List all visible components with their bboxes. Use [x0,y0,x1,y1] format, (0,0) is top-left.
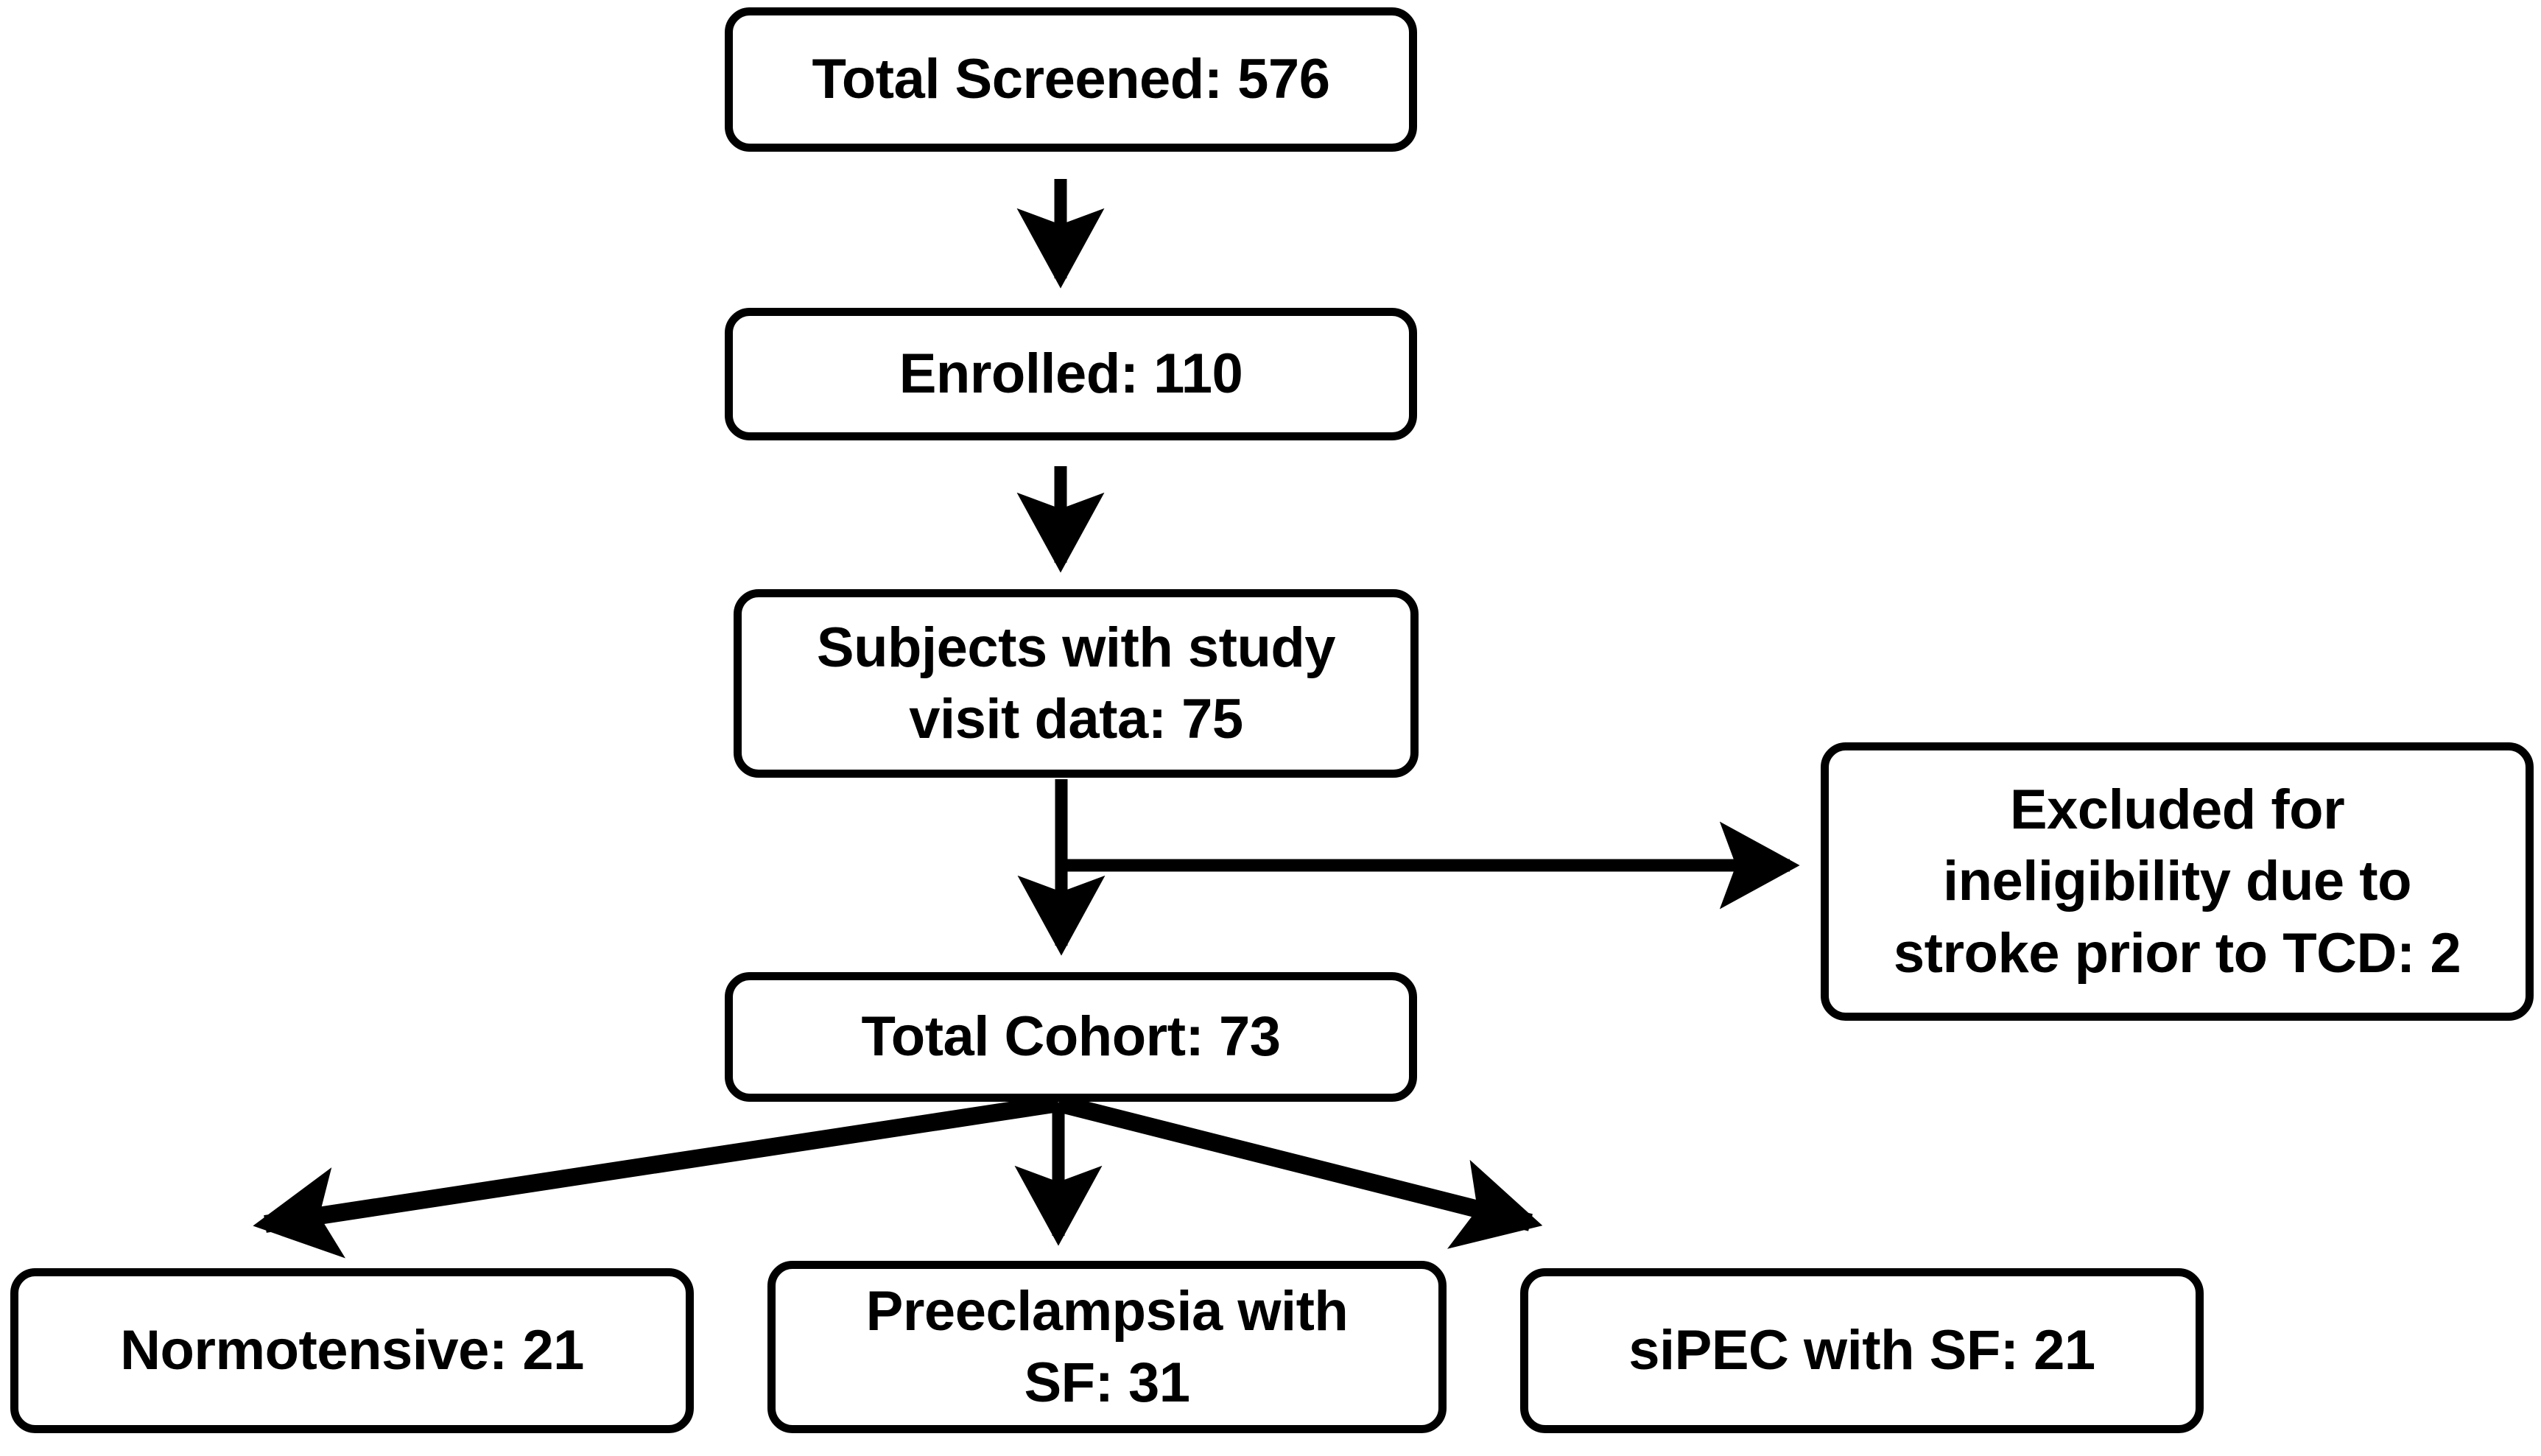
node-total-cohort: Total Cohort: 73 [725,972,1417,1102]
node-excluded-ineligible: Excluded for ineligibility due to stroke… [1821,742,2534,1021]
node-preeclampsia-with-sf-label: Preeclampsia with SF: 31 [865,1279,1349,1414]
node-total-screened-label: Total Screened: 576 [812,48,1330,111]
edge-cohort-to-sipec [1056,1094,1543,1249]
node-enrolled: Enrolled: 110 [725,308,1417,440]
node-preeclampsia-with-sf: Preeclampsia with SF: 31 [767,1261,1447,1433]
node-total-screened: Total Screened: 576 [725,7,1417,152]
node-sipec-with-sf-label: siPEC with SF: 21 [1628,1319,2095,1382]
edge-cohort-to-normotensive [253,1094,1060,1259]
node-sipec-with-sf: siPEC with SF: 21 [1520,1268,2204,1433]
node-normotensive-label: Normotensive: 21 [120,1319,584,1382]
node-enrolled-label: Enrolled: 110 [899,342,1243,406]
node-subjects-with-visit-data-label: Subjects with study visit data: 75 [816,616,1336,750]
node-excluded-ineligible-label: Excluded for ineligibility due to stroke… [1893,778,2461,985]
node-subjects-with-visit-data: Subjects with study visit data: 75 [734,589,1419,778]
node-normotensive: Normotensive: 21 [10,1268,694,1433]
node-total-cohort-label: Total Cohort: 73 [861,1005,1281,1069]
